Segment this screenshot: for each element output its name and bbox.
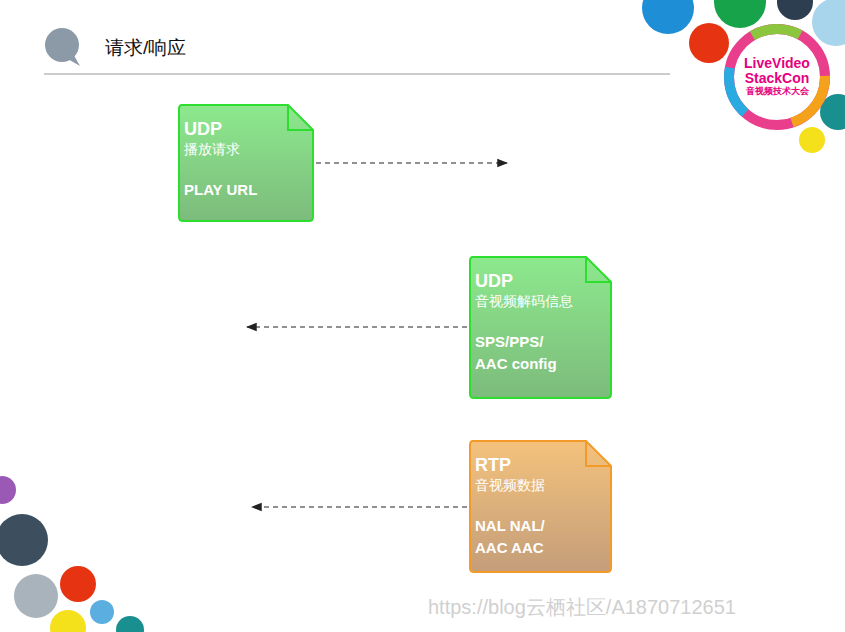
- logo-decoration: [642, 0, 845, 153]
- udp-request-doc: UDP播放请求 PLAY URL: [178, 104, 314, 222]
- request-arrow: [316, 162, 507, 163]
- doc-body: SPS/PPS/ AAC config: [475, 331, 565, 375]
- corner-decoration: [0, 476, 144, 632]
- protocol-name: UDP: [184, 118, 306, 140]
- doc-body: NAL NAL/ AAC AAC: [475, 515, 565, 559]
- logo-subtitle: 音视频技术大会: [746, 87, 809, 97]
- title-rule: [44, 73, 670, 74]
- logo-text: LiveVideo: [744, 56, 810, 71]
- doc-subtitle: 音视频数据: [475, 476, 604, 494]
- doc-subtitle: 播放请求: [184, 140, 306, 158]
- title-icon: [45, 28, 80, 66]
- rtp-data-doc: RTP音视频数据 NAL NAL/ AAC AAC: [469, 440, 612, 573]
- data-arrow: [252, 506, 467, 507]
- udp-decode-doc: UDP音视频解码信息 SPS/PPS/ AAC config: [469, 256, 612, 399]
- protocol-name: UDP: [475, 270, 604, 292]
- protocol-name: RTP: [475, 454, 604, 476]
- doc-body: PLAY URL: [184, 179, 274, 201]
- watermark: https://blog云栖社区/A1870712651: [428, 596, 736, 618]
- slide-title: 请求/响应: [105, 37, 186, 59]
- doc-subtitle: 音视频解码信息: [475, 292, 604, 310]
- response-arrow: [247, 326, 467, 327]
- logo-text: StackCon: [745, 71, 810, 86]
